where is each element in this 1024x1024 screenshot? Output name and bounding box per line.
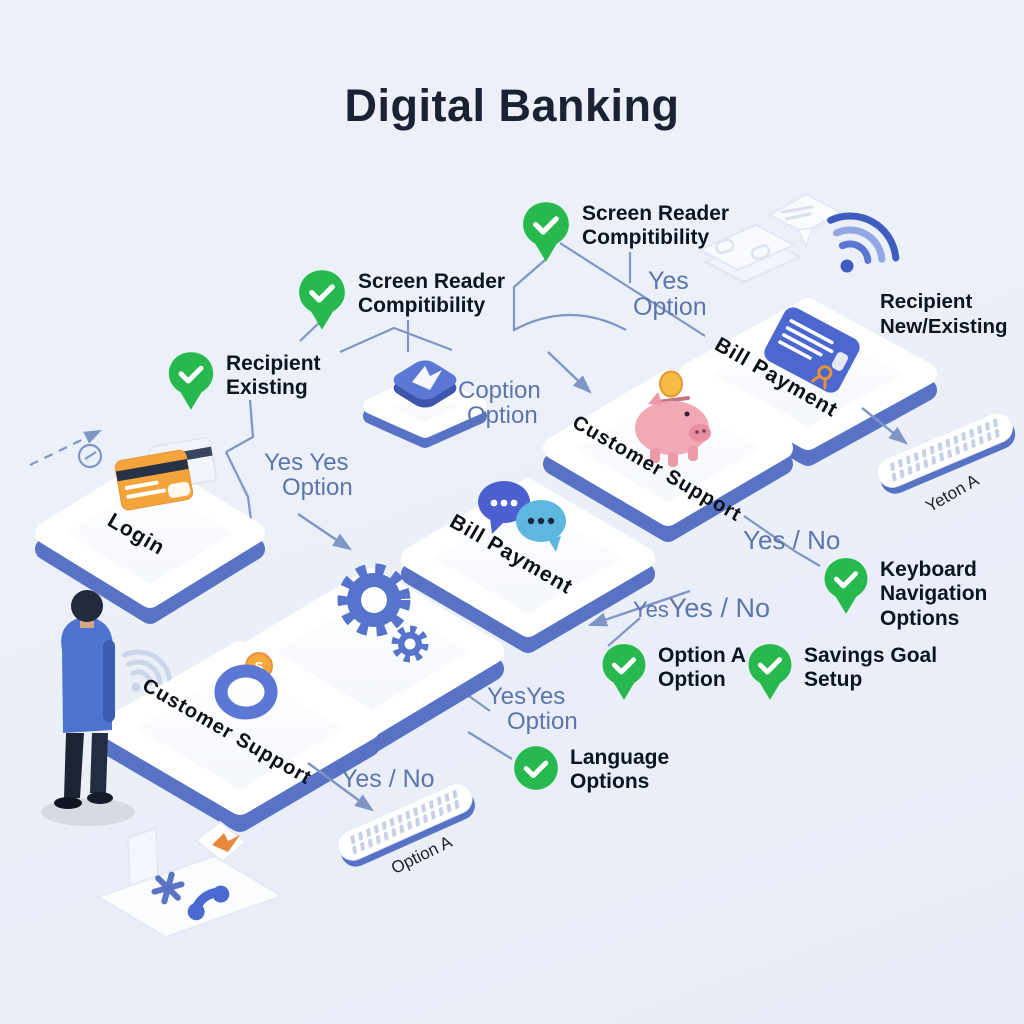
wifi-icon (827, 212, 900, 273)
pin-label-line: Setup (804, 668, 863, 692)
checkmark-pin-icon (523, 202, 569, 262)
pin-label-line: Navigation (880, 582, 988, 606)
line-top-pin-hump (512, 259, 627, 332)
pin-label: Savings Goal Setup (804, 642, 937, 693)
line-to-right-tile (559, 242, 706, 337)
label-yes-yes-option-left: Yes Yes Option (264, 449, 353, 502)
pin-label: Screen Reader Compitibility (358, 268, 505, 319)
label-yes-option-top: Yes Option (633, 267, 707, 322)
arrow-into-settings (297, 513, 352, 551)
arrow-into-bill-payment (587, 589, 691, 627)
pin-label-line: Options (570, 770, 650, 794)
pin-label-line: Language (570, 746, 670, 769)
pin-recipient-existing: Recipient Existing (166, 350, 321, 412)
checkmark-pin-icon (299, 270, 345, 330)
pin-label: Recipient Existing (226, 350, 321, 401)
label-yesyes-no: YesYes / No (633, 593, 770, 623)
chat-bubbles-icon (478, 481, 566, 552)
coin-symbol: S (255, 659, 264, 674)
pin-label-line: Options (880, 606, 960, 630)
pin-language-options: Language Options (512, 744, 669, 795)
tile-customer-support-upper: Customer Support (543, 370, 793, 542)
ring-coin-icon: S (214, 652, 278, 720)
person-figure (41, 590, 135, 826)
label-yesyes-option-mid: YesYes Option (487, 683, 578, 736)
pin-label-line: Option A (658, 644, 746, 667)
tile-bill-payment-right: Bill Payment (679, 298, 937, 466)
pin-label: Language Options (570, 744, 669, 795)
connector-arrows (297, 351, 908, 812)
asterisk-icon (151, 871, 185, 905)
pin-label-line: Compitibility (358, 294, 486, 318)
pin-label-line: Existing (226, 376, 308, 400)
pin-label-line: Screen Reader (358, 270, 506, 293)
person-head (71, 590, 103, 622)
line-app-tile-v (339, 326, 453, 354)
line-recipient-down (225, 399, 255, 453)
slider-right: Yeton A (877, 412, 1016, 516)
phone-icon (187, 885, 230, 921)
page-title: Digital Banking (344, 80, 680, 131)
piggy-bank-icon (635, 370, 711, 467)
arrow-into-right-slider (861, 407, 908, 445)
slider-bottom: Option A (337, 783, 475, 878)
checkmark-pin-icon (602, 644, 646, 700)
pin-label-line: Compitibility (582, 226, 710, 250)
arrow-into-bottom-slider (307, 762, 374, 812)
checkmark-circle-icon (514, 746, 558, 790)
label-yes-no-upper: Yes / No (743, 525, 841, 555)
phone-dock-icons (95, 820, 285, 939)
line-to-language-pin (467, 731, 513, 760)
coin-icon (659, 370, 683, 398)
line-to-option-pin (607, 617, 641, 647)
speech-bubble-icon (767, 192, 843, 248)
pin-option-a-option: Option A Option (600, 642, 746, 702)
pin-label-line: Keyboard (880, 558, 977, 581)
pin-screen-reader-left: Screen Reader Compitibility (296, 268, 505, 332)
slider-ticks (346, 789, 464, 855)
pin-label-line: Savings Goal (804, 644, 938, 667)
checkmark-pin-icon (748, 644, 792, 700)
pin-label-line: Screen Reader (582, 202, 730, 225)
pin-label: Keyboard Navigation Options (880, 556, 987, 631)
app-glyph (412, 366, 442, 390)
dock-platform (95, 854, 285, 939)
label-yes-no-lower: Yes / No (341, 765, 435, 793)
tile-bill-payment-center: Bill Payment (401, 479, 655, 653)
banknote-icon (697, 223, 803, 284)
pin-label: Option A Option (658, 642, 746, 693)
tile-customer-support-lower: S Customer Support (100, 641, 380, 832)
arrow-node-chevron (84, 451, 97, 460)
pin-screen-reader-top: Screen Reader Compitibility (520, 200, 729, 264)
card-glyph (212, 833, 240, 852)
connector-lines (29, 242, 821, 760)
pin-label: Screen Reader Compitibility (582, 200, 729, 251)
line-to-keyboard-pin (743, 515, 821, 567)
pin-savings-goal-setup: Savings Goal Setup (746, 642, 937, 702)
checkmark-pin-icon (824, 558, 868, 614)
gears-icon (337, 563, 429, 663)
start-arrow-line (29, 430, 102, 466)
wifi-faint-icon (122, 649, 173, 692)
credit-card-icon (114, 436, 217, 511)
pin-label-line: Recipient (226, 352, 321, 375)
pin-label-line: Option (658, 668, 726, 692)
label-recipient-new-existing: Recipient New/Existing (880, 290, 1008, 338)
checkmark-pin-icon (168, 352, 214, 410)
tile-login: Login (35, 436, 265, 624)
arrow-into-customer-support (547, 351, 592, 394)
tile-app-button (363, 360, 487, 448)
label-coption-option: Coption Option (458, 377, 541, 430)
invoice-icon (764, 307, 860, 393)
app-icon (393, 360, 457, 408)
pin-keyboard-navigation: Keyboard Navigation Options (822, 556, 987, 631)
slider-ticks (886, 418, 1004, 482)
